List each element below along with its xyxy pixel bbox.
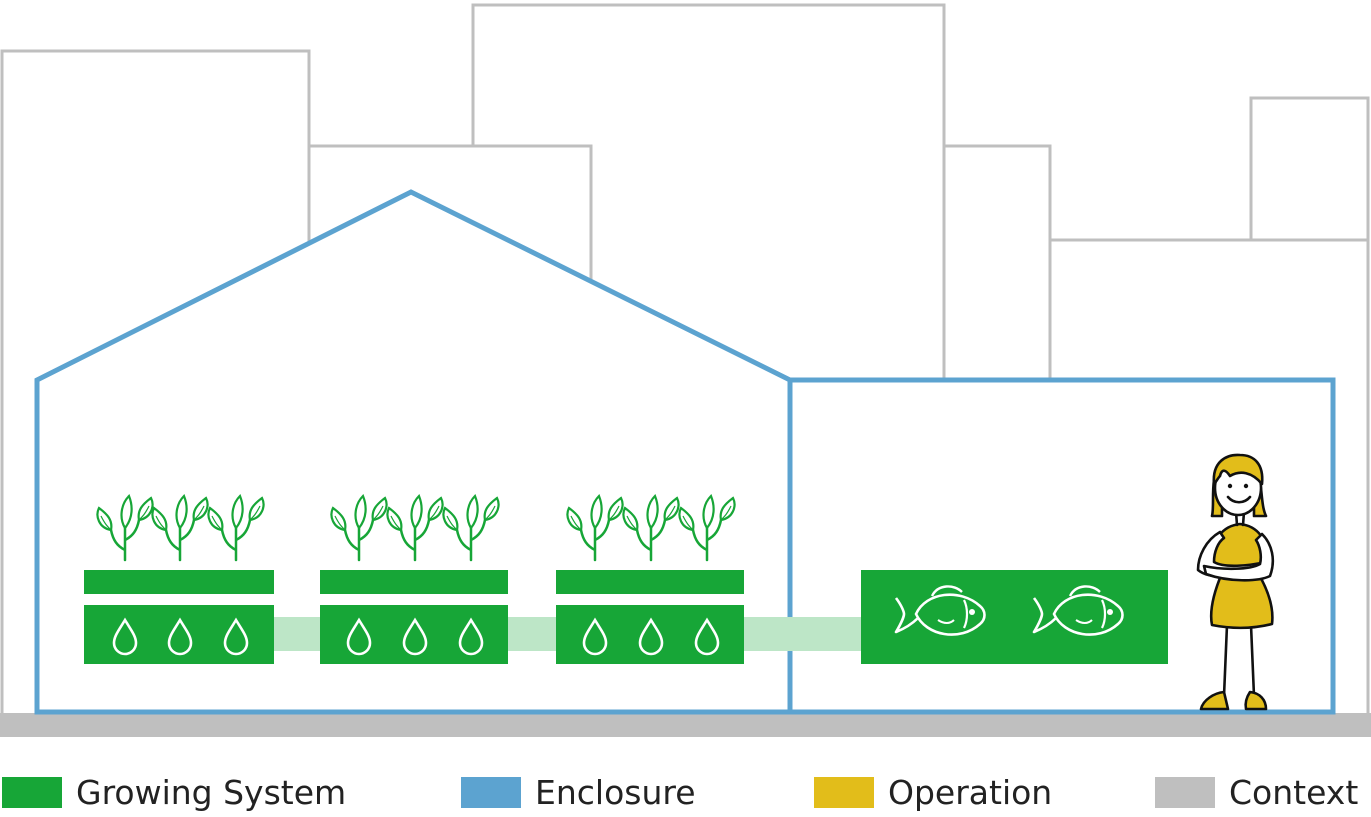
growing-system-swatch	[2, 776, 62, 808]
annex-outline	[787, 377, 1336, 715]
legend-operation: Operation	[814, 772, 1052, 812]
person-icon	[1196, 453, 1275, 711]
ground	[0, 713, 1371, 737]
water-channel	[270, 617, 866, 651]
grow-bed-2	[320, 494, 508, 664]
legend-enclosure: Enclosure	[461, 772, 696, 812]
legend-label: Growing System	[76, 772, 347, 812]
context-swatch	[1155, 776, 1215, 808]
enclosure-swatch	[461, 776, 521, 808]
grow-bed-3	[556, 494, 744, 664]
legend-context: Context	[1155, 772, 1358, 812]
fish-tank	[861, 570, 1168, 664]
greenhouse-outline	[34, 189, 793, 715]
legend-growing-system: Growing System	[2, 772, 346, 812]
legend-label: Enclosure	[535, 772, 696, 812]
grow-bed-1	[84, 494, 274, 664]
legend-label: Context	[1229, 772, 1359, 812]
operation-swatch	[814, 776, 874, 808]
legend-label: Operation	[888, 772, 1053, 812]
